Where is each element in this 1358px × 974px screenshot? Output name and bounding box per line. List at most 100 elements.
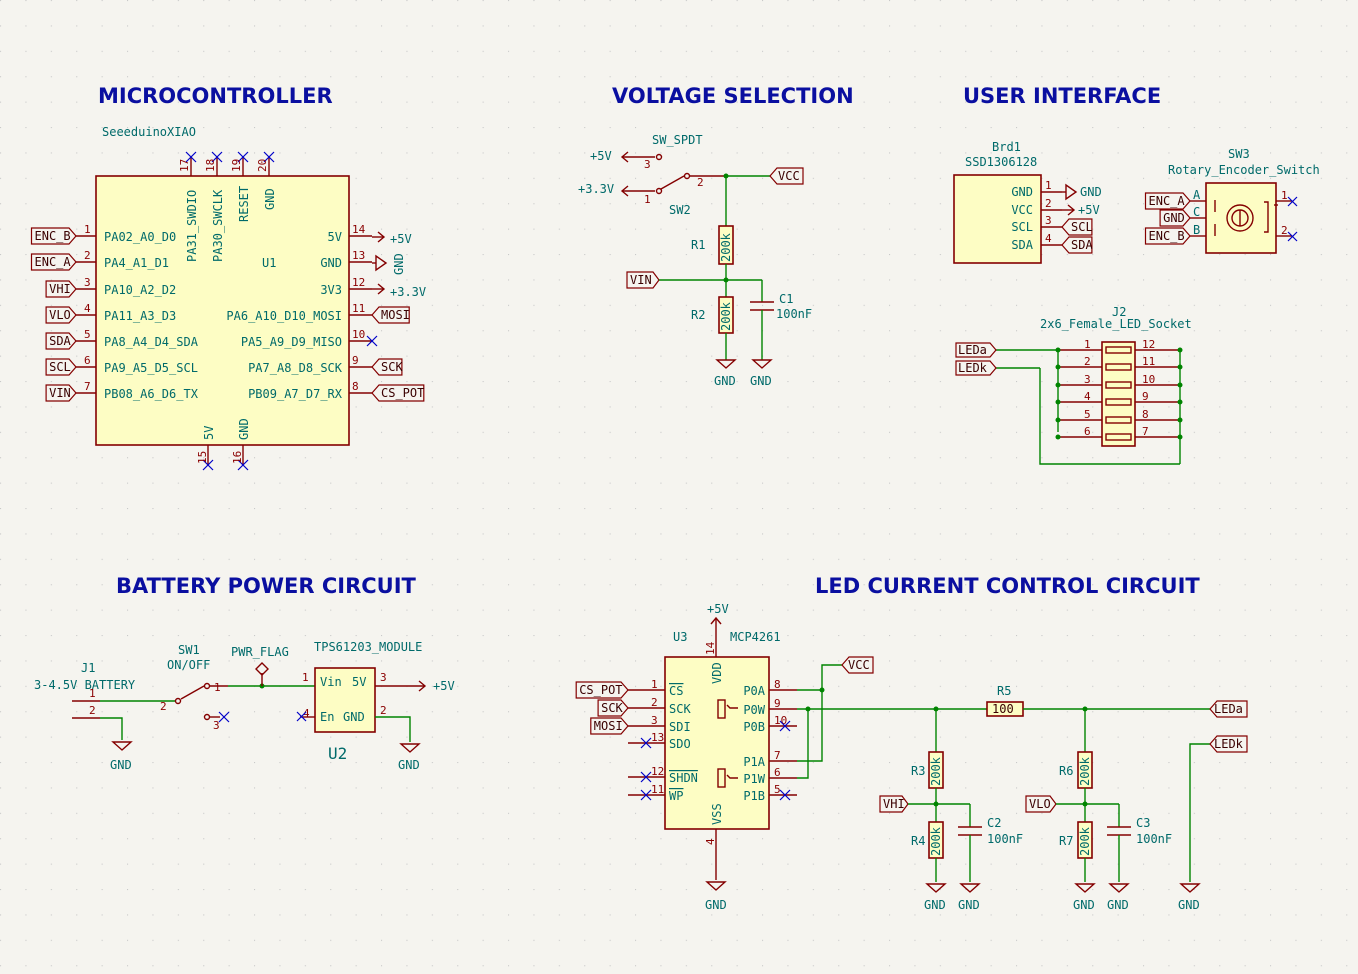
j2-right-pin-num: 10 xyxy=(1142,373,1155,386)
u1-pin16-name: GND xyxy=(237,418,251,440)
brd1-5v-label: +5V xyxy=(1078,203,1100,217)
ledk-socket-net-label xyxy=(955,360,997,376)
title-user-interface: USER INTERFACE xyxy=(963,84,1161,108)
u3-left-pin-name: SDI xyxy=(669,720,691,734)
sw3-net-label: ENC_A xyxy=(1149,194,1186,208)
brd1-net-label: SDA xyxy=(1071,238,1093,252)
r2-ref: R2 xyxy=(691,308,705,322)
j2-left-pin-num: 1 xyxy=(1084,338,1091,351)
u1-right-pin-num: 9 xyxy=(352,354,359,367)
u1-right-pin-num: 8 xyxy=(352,380,359,393)
u2-body xyxy=(314,667,376,733)
u3-body[interactable] xyxy=(664,656,770,830)
j2-value: 2x6_Female_LED_Socket xyxy=(1040,317,1192,331)
j2-left-pin-num: 3 xyxy=(1084,373,1091,386)
sw1-value: ON/OFF xyxy=(167,658,210,672)
u3-right-pin-num: 8 xyxy=(774,678,781,691)
brd1-pin-name: SDA xyxy=(1011,238,1033,252)
u1-pin19-num: 19 xyxy=(230,159,243,172)
u1-net-label-shape xyxy=(45,384,77,402)
leda-socket-label: LEDa xyxy=(958,343,987,357)
title-microcontroller: MICROCONTROLLER xyxy=(98,84,333,108)
u1-right-pin-name: GND xyxy=(320,256,342,270)
brd1-net-label: SCL xyxy=(1071,220,1093,234)
r3-value: 200k xyxy=(929,756,943,786)
brd1-net-label-shape xyxy=(1061,218,1093,236)
u1-right-pin-num: 11 xyxy=(352,302,365,315)
u3-right-pin-num: 5 xyxy=(774,783,781,796)
j2-left-pin-num: 4 xyxy=(1084,390,1091,403)
u1-5v-label: +5V xyxy=(390,232,412,246)
r7-value: 200k xyxy=(1078,826,1092,856)
u3-right-pin-name: P0W xyxy=(743,703,765,717)
j2-left-pin-num: 2 xyxy=(1084,355,1091,368)
u1-right-pin-name: 5V xyxy=(328,230,342,244)
u3-right-pin-name: P1W xyxy=(743,772,765,786)
u1-net-label-shape xyxy=(45,280,77,298)
u1-left-pin-num: 6 xyxy=(84,354,91,367)
u2-5v-out: +5V xyxy=(433,679,455,693)
u1-left-pin-num: 3 xyxy=(84,276,91,289)
u3-right-pin-num: 6 xyxy=(774,766,781,779)
u1-body xyxy=(95,175,350,446)
u3-net-label: SCK xyxy=(601,701,623,715)
u3-right-pin-name: P1B xyxy=(743,789,765,803)
u1-gnd-label: GND xyxy=(392,253,406,275)
j2-right-pin-num: 7 xyxy=(1142,425,1149,438)
sw3-pin-name: C xyxy=(1193,205,1200,219)
u1-pin19-name: RESET xyxy=(237,186,251,222)
vhi-net-label xyxy=(879,795,909,813)
u2-5v: 5V xyxy=(352,675,366,689)
u1-33v-label: +3.3V xyxy=(390,285,426,299)
u1-left-pin-num: 7 xyxy=(84,380,91,393)
rotary-encoder[interactable]: SW3 Rotary_Encoder_Switch AENC_ACGNDBENC… xyxy=(1144,147,1320,254)
u1-right-pin-name: PA6_A10_D10_MOSI xyxy=(226,309,342,323)
u3-gnd-label: GND xyxy=(705,898,727,912)
u3-left-pin-num: 3 xyxy=(651,714,658,727)
u3-right-pin-num: 7 xyxy=(774,749,781,762)
r4-gnd-label: GND xyxy=(924,898,946,912)
u3-net-label-shape xyxy=(575,681,629,699)
u3-right-pin-name: P1A xyxy=(743,755,765,769)
u1-net-label-shape xyxy=(45,332,77,350)
u1-microcontroller[interactable]: SeeeduinoXIAO U1 1PA02_A0_D0ENC_B2PA4_A1… xyxy=(30,125,425,471)
u3-vcc-net-label xyxy=(841,656,874,674)
r1-value: 200k xyxy=(719,232,733,262)
u3-net-label: MOSI xyxy=(594,719,623,733)
j1-value: 3-4.5V BATTERY xyxy=(34,678,136,692)
brd1-value: SSD1306128 xyxy=(965,155,1037,169)
ledk-net-label xyxy=(1209,735,1248,753)
u3-net-label-shape xyxy=(597,699,629,717)
j2-socket-contact xyxy=(1105,381,1132,389)
vcc-label: VCC xyxy=(778,169,800,183)
no-connect-mark xyxy=(640,771,652,783)
u1-net-label: VHI xyxy=(49,282,71,296)
sw3-pin-name: A xyxy=(1193,188,1201,202)
u3-left-pin-name: CS xyxy=(669,684,683,698)
j2-left-pin-num: 5 xyxy=(1084,408,1091,421)
u1-left-pin-num: 5 xyxy=(84,328,91,341)
sw3-net-label-shape xyxy=(1144,227,1191,245)
vin-net-label xyxy=(626,271,660,289)
u2-vin: Vin xyxy=(320,675,342,689)
r6-value: 200k xyxy=(1078,756,1092,786)
u3-vcc-label: VCC xyxy=(848,658,870,672)
u3-net-label: CS_POT xyxy=(579,683,622,697)
vlo-label: VLO xyxy=(1029,797,1051,811)
brd1-body xyxy=(953,174,1042,264)
j1-pin1: 1 xyxy=(89,687,96,700)
brd1-pin-num: 1 xyxy=(1045,179,1052,192)
u1-net-label: CS_POT xyxy=(381,386,424,400)
u3-left-pin-name: SHDN xyxy=(669,771,698,785)
u1-value: SeeeduinoXIAO xyxy=(102,125,196,139)
vhi-label: VHI xyxy=(883,797,905,811)
u2-gnd: GND xyxy=(343,710,365,724)
r5-value: 100 xyxy=(992,702,1014,716)
brd1-pin-num: 4 xyxy=(1045,232,1052,245)
u2-gnd-label: GND xyxy=(398,758,420,772)
r6-ref: R6 xyxy=(1059,764,1073,778)
c3-ref: C3 xyxy=(1136,816,1150,830)
